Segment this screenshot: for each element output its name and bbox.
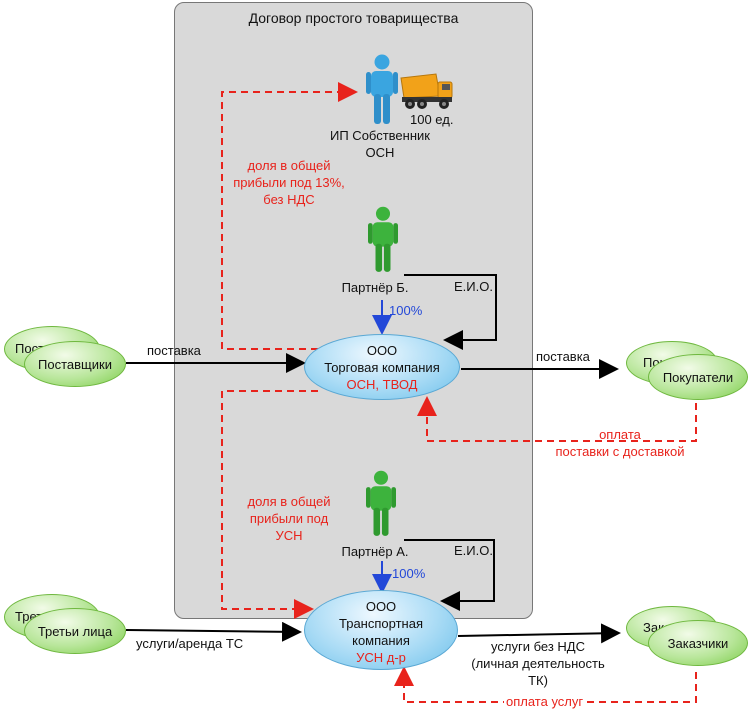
third-parties-node: Третьи лица [24,608,126,654]
trade-company-legal: ООО [366,343,398,358]
profit-share-top-line2: прибыли под 13%, [233,175,345,190]
suppliers-label: Поставщики [38,357,112,372]
partner-b-eio: Е.И.О. [454,279,493,294]
profit-share-top-line1: доля в общей [247,158,331,173]
edge-eio-a [404,539,495,611]
supply-out-label: поставка [536,349,590,364]
buyers-label: Покупатели [662,370,734,385]
transport-company-name-line1: Транспортная [339,616,423,631]
edge-services-no-vat [457,623,621,644]
container-title: Договор простого товарищества [248,10,459,26]
edge-payment-supply [417,396,697,442]
customers-node: Заказчики [648,620,748,666]
partner-b-name: Партнёр Б. [341,280,409,295]
owner-count: 100 ед. [410,112,454,127]
owner-regime: ОСН [365,145,395,160]
services-no-vat-line2: (личная деятельность [471,656,605,671]
trade-company-regime: ОСН, ТВОД [346,377,418,392]
person-partner-a-icon [366,470,396,536]
transport-company-node: ООО Транспортная компания УСН д-р [304,590,458,670]
dump-truck-icon [400,73,453,109]
profit-share-bottom-line3: УСН [275,528,303,543]
payment-supply-line2: поставки с доставкой [555,444,685,459]
profit-share-top-line3: без НДС [263,192,315,207]
services-rent-label: услуги/аренда ТС [136,636,244,651]
services-no-vat-line3: ТК) [528,673,548,688]
profit-share-bottom-line2: прибыли под [249,511,329,526]
edge-services-rent [125,621,302,642]
buyers-node: Покупатели [648,354,748,400]
edge-profit-bottom [221,390,318,619]
partner-b-share: 100% [389,303,423,318]
transport-company-legal: ООО [365,599,397,614]
suppliers-node: Поставщики [24,341,126,387]
edge-profit-top [221,82,358,350]
partner-a-share: 100% [392,566,426,581]
profit-share-bottom-line1: доля в общей [247,494,331,509]
trade-company-node: ООО Торговая компания ОСН, ТВОД [304,334,460,400]
transport-company-regime: УСН д-р [356,650,406,665]
partner-a-name: Партнёр А. [341,544,409,559]
partner-a-eio: Е.И.О. [454,543,493,558]
person-partner-b-icon [368,206,398,272]
person-owner-icon [366,54,398,124]
third-parties-label: Третьи лица [37,624,113,639]
services-payment-label: оплата услуг [504,694,586,710]
edge-eio-b [404,274,497,350]
transport-company-name-line2: компания [352,633,410,648]
owner-name: ИП Собственник [330,128,430,143]
supply-in-label: поставка [147,343,201,358]
payment-supply-line1: оплата [599,427,641,442]
trade-company-name: Торговая компания [324,360,440,375]
partnership-container [174,2,533,619]
services-no-vat-line1: услуги без НДС [491,639,585,654]
customers-label: Заказчики [667,636,729,651]
edge-payment-services [394,666,697,703]
